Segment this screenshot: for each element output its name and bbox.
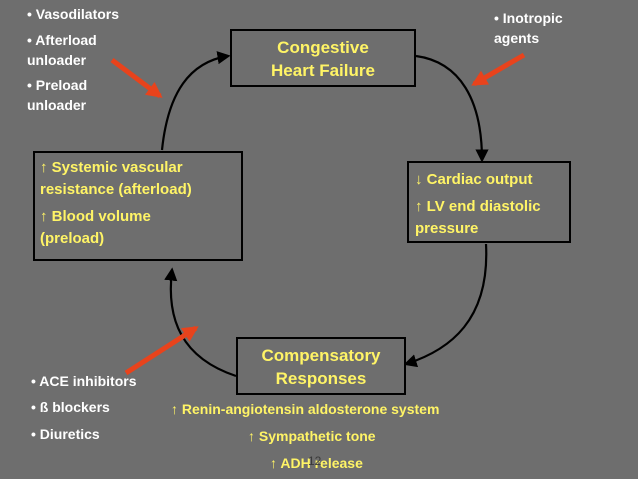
red-arrow-vasodilators [110, 58, 163, 98]
treatment-vasodilators: • Vasodilators [27, 6, 120, 22]
arrow-to-compensatory [403, 243, 488, 368]
slide-number: 12 [308, 454, 322, 468]
red-arrow-inotropic [471, 52, 526, 87]
treatment-ace-inhibitors: • ACE inhibitors [31, 373, 137, 389]
heart-failure-line2: Heart Failure [271, 61, 375, 80]
arrow-to-cardiac [415, 54, 489, 163]
cardiac-output-item: ↓ Cardiac output [415, 171, 533, 188]
red-arrow-ace [124, 325, 199, 376]
arrow-to-systemic [164, 267, 237, 378]
systemic-resistance-item: ↑ Systemic vascular resistance (afterloa… [40, 159, 192, 198]
box-cardiac-output: ↓ Cardiac output ↑ LV end diastolic pres… [407, 161, 571, 243]
treatment-diuretics: • Diuretics [31, 426, 100, 442]
treatment-afterload-unloader: • Afterload unloader [27, 32, 97, 68]
box-compensatory-responses: Compensatory Responses [236, 337, 406, 395]
treatment-beta-blockers: • ß blockers [31, 399, 110, 415]
box-congestive-heart-failure: Congestive Heart Failure [230, 29, 416, 87]
response-renin-angiotensin: ↑ Renin-angiotensin aldosterone system [171, 401, 440, 417]
compensatory-line2: Responses [275, 369, 367, 388]
treatment-preload-unloader: • Preload unloader [27, 77, 88, 113]
treatment-inotropic-agents: • Inotropic agents [494, 10, 563, 46]
heart-failure-line1: Congestive [277, 38, 369, 57]
box-systemic-resistance: ↑ Systemic vascular resistance (afterloa… [33, 151, 243, 261]
lv-pressure-item: ↑ LV end diastolic pressure [415, 198, 541, 237]
response-adh-release: ↑ ADH release [270, 455, 363, 471]
blood-volume-item: ↑ Blood volume (preload) [40, 208, 151, 247]
response-sympathetic-tone: ↑ Sympathetic tone [248, 428, 376, 444]
compensatory-line1: Compensatory [261, 346, 381, 365]
arrow-to-heart-failure [160, 51, 231, 151]
